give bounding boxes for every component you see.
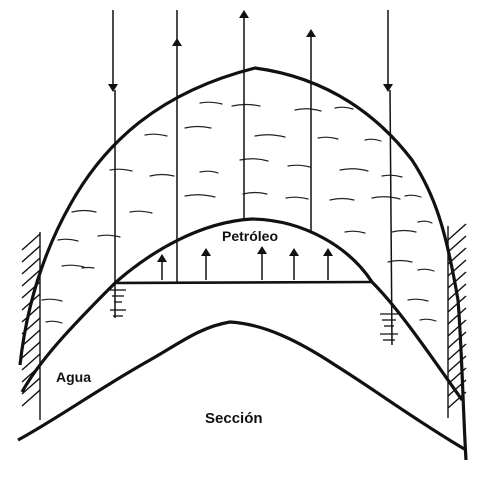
section-label: Sección [205, 410, 263, 427]
rock-texture [41, 101, 437, 324]
water-label: Agua [56, 369, 91, 385]
oil-water-contact [114, 280, 373, 285]
water-level-marks [110, 289, 398, 341]
section-layer [17, 320, 467, 452]
reservoir-layer [20, 217, 464, 401]
oil-flow-arrows [157, 246, 333, 280]
outer-cap-layer [18, 66, 468, 461]
wells [108, 10, 393, 346]
oil-label: Petróleo [222, 228, 278, 244]
